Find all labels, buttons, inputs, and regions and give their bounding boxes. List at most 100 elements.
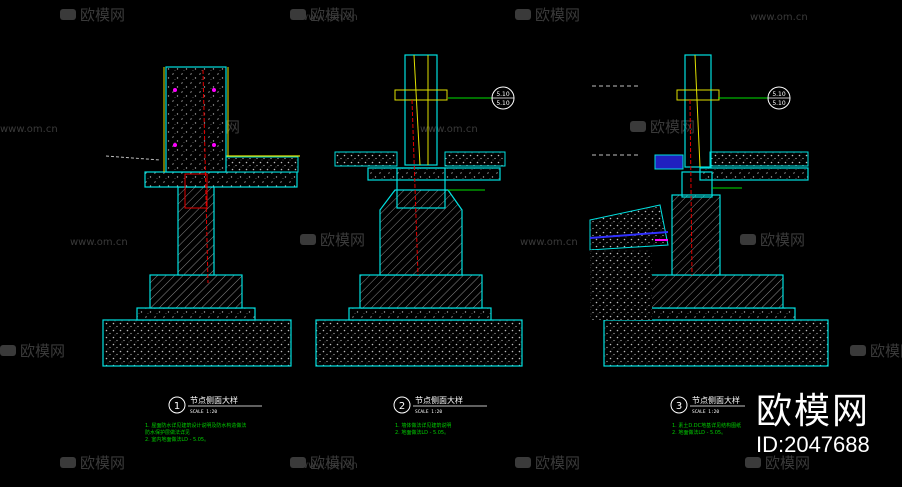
watermark-logo: 欧模网 bbox=[515, 6, 580, 24]
detail-1-ground-slab bbox=[144, 171, 298, 188]
watermark-url: www.om.cn bbox=[300, 12, 358, 23]
detail-3-section: 5.10 5.10 bbox=[589, 54, 829, 367]
detail-2-section: 5.10 5.10 bbox=[315, 54, 523, 367]
watermark-logo: 欧模网 bbox=[515, 454, 580, 472]
watermark-logo-text: 欧模网 bbox=[320, 231, 365, 249]
detail-1-note-3: 2. 室内地面做法LD - 5.05。 bbox=[145, 436, 209, 443]
detail-1-marker bbox=[173, 143, 177, 147]
brand-overlay: 欧模网 ID:2047688 bbox=[756, 392, 870, 458]
watermark-logo-text: 欧模网 bbox=[80, 6, 125, 24]
detail-2-footing bbox=[359, 274, 483, 309]
detail-2-callout-bottom: 5.10 bbox=[496, 100, 510, 107]
detail-2-drain-channel bbox=[396, 167, 446, 209]
detail-1-footing-plinth bbox=[136, 307, 256, 321]
detail-1-section bbox=[102, 66, 300, 367]
watermark-logo: 欧模网 bbox=[0, 342, 65, 360]
watermark-logo: 欧模网 bbox=[290, 454, 355, 472]
detail-2-footing-plinth bbox=[348, 307, 492, 321]
detail-3-floor-finish bbox=[709, 151, 809, 167]
watermark-url: www.om.cn bbox=[520, 237, 578, 248]
watermark-url: www.om.cn bbox=[420, 124, 478, 135]
detail-1-note-1: 1. 屋面防水详见建筑设计说明及防水构造做法 bbox=[145, 422, 246, 429]
sofa-icon bbox=[850, 345, 866, 356]
detail-1-marker bbox=[212, 88, 216, 92]
detail-3-title: 节点侧面大样 bbox=[692, 395, 740, 405]
detail-1-number: 1 bbox=[174, 401, 180, 412]
watermark-url: www.om.cn bbox=[750, 12, 808, 23]
watermark-logo-text: 欧模网 bbox=[870, 342, 902, 360]
watermark-logo-text: 欧模网 bbox=[535, 6, 580, 24]
detail-2-ground-slab bbox=[367, 167, 501, 181]
detail-2-note-2: 2. 地面做法LD - 5.05。 bbox=[395, 429, 449, 436]
detail-3-callout-top: 5.10 bbox=[772, 91, 786, 98]
watermark-logo: 欧模网 bbox=[745, 454, 810, 472]
watermark-logo-text: 欧模网 bbox=[650, 118, 695, 136]
watermark-logo: 欧模网 bbox=[850, 342, 902, 360]
watermark-logo-text: 欧模网 bbox=[80, 454, 125, 472]
detail-3-callout-bottom: 5.10 bbox=[772, 100, 786, 107]
watermark-logo: 欧模网 bbox=[630, 118, 695, 136]
detail-3-soil-slope bbox=[589, 204, 669, 251]
detail-2-callout-top: 5.10 bbox=[496, 91, 510, 98]
detail-1-markers bbox=[173, 88, 177, 92]
detail-3-footing-plinth bbox=[636, 307, 796, 321]
detail-2-cap bbox=[394, 89, 448, 101]
detail-2-title: 节点侧面大样 bbox=[415, 395, 463, 405]
detail-2-glass-frame bbox=[404, 54, 438, 166]
detail-3-note-1: 1. 素土D.DC地基详见结构图纸 bbox=[672, 422, 741, 429]
watermark-logo: 欧模网 bbox=[60, 6, 125, 24]
watermark-logo-text: 欧模网 bbox=[535, 454, 580, 472]
sofa-icon bbox=[60, 457, 76, 468]
detail-2-number-circle bbox=[393, 396, 411, 414]
detail-1-note-2: 防水保护层做法详见 bbox=[145, 429, 190, 436]
detail-2-floor-finish-right bbox=[444, 151, 506, 167]
detail-2-number: 2 bbox=[399, 401, 405, 412]
detail-1-wall bbox=[165, 66, 227, 173]
detail-3-gravel-base bbox=[603, 319, 829, 367]
detail-3-waterproof bbox=[589, 231, 669, 239]
watermark-url: www.om.cn bbox=[70, 237, 128, 248]
detail-3-subgrade bbox=[590, 250, 652, 320]
sofa-icon bbox=[630, 121, 646, 132]
detail-3-drain bbox=[681, 171, 713, 198]
detail-2-rebar-vertical bbox=[411, 99, 419, 276]
detail-2-note-1: 1. 墙体做法详见建筑说明 bbox=[395, 422, 451, 429]
detail-3-title-block: 3 节点侧面大样 SCALE 1:20 1. 素土D.DC地基详见结构图纸 2.… bbox=[670, 395, 745, 436]
brand-id: ID:2047688 bbox=[755, 432, 870, 457]
detail-1-exterior-grade bbox=[105, 155, 161, 161]
detail-1-number-circle bbox=[168, 396, 186, 414]
detail-3-ground-slab bbox=[699, 167, 809, 181]
sofa-icon bbox=[745, 457, 761, 468]
detail-1-floor-finish bbox=[217, 156, 299, 173]
sofa-icon bbox=[740, 234, 756, 245]
detail-2-glass bbox=[413, 54, 421, 166]
watermark-url: www.om.cn bbox=[300, 460, 358, 471]
detail-3-coping bbox=[654, 154, 684, 170]
detail-3-scale: SCALE 1:20 bbox=[692, 409, 719, 415]
watermark-logo-text: 欧模网 bbox=[765, 454, 810, 472]
brand-name: 欧模网 bbox=[755, 391, 870, 432]
watermark-logo-text: 欧模网 bbox=[20, 342, 65, 360]
sofa-icon bbox=[300, 234, 316, 245]
detail-1-gravel-base bbox=[102, 319, 292, 367]
sofa-icon bbox=[60, 9, 76, 20]
watermark-logo: 欧模网 bbox=[740, 231, 805, 249]
detail-1-marker bbox=[212, 143, 216, 147]
detail-1-rebar-vertical bbox=[202, 69, 209, 284]
watermark-url: www.om.cn bbox=[0, 124, 58, 135]
sofa-icon bbox=[515, 457, 531, 468]
detail-3-number-circle bbox=[670, 396, 688, 414]
detail-3-wall-upper bbox=[684, 54, 712, 168]
detail-2-title-block: 2 节点侧面大样 SCALE 1:20 1. 墙体做法详见建筑说明 2. 地面做… bbox=[393, 395, 487, 436]
detail-3-cap bbox=[676, 89, 720, 101]
detail-3-rebar-vertical bbox=[689, 99, 693, 276]
detail-1-footing bbox=[149, 274, 243, 309]
watermark-logo: 欧模网 bbox=[300, 231, 365, 249]
detail-2-column bbox=[379, 189, 463, 276]
sofa-icon bbox=[0, 345, 16, 356]
detail-1-title: 节点侧面大样 bbox=[190, 395, 238, 405]
watermark-logo: 欧模网 bbox=[290, 6, 355, 24]
sofa-icon bbox=[515, 9, 531, 20]
detail-2-floor-finish-left bbox=[334, 151, 398, 167]
